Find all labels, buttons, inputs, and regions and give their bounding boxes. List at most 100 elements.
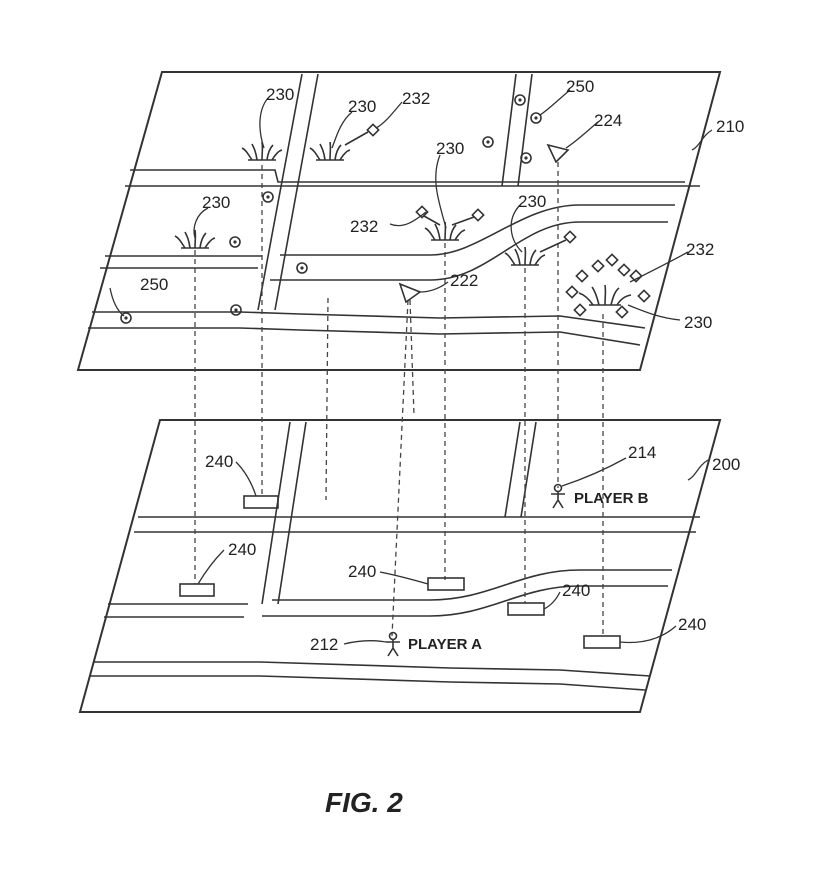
label-player-b-214: 214 (628, 443, 656, 462)
label-real-layer-200: 200 (712, 455, 740, 474)
leader-line (379, 571, 429, 585)
road-v1-left (257, 73, 303, 311)
road-curve-bottom-real (262, 585, 668, 617)
label-player-a-212: 212 (310, 635, 338, 654)
plant-icon (578, 284, 632, 306)
coin-markers (120, 94, 542, 324)
real-layer (78, 419, 722, 713)
leader-line (389, 211, 427, 227)
road-h3-top (92, 311, 646, 329)
label-location-240: 240 (348, 562, 376, 581)
leader-line (193, 207, 209, 239)
diamond-icon (563, 230, 577, 244)
plant-icon (504, 246, 546, 266)
diamond-stem (344, 131, 369, 146)
coin-icon (229, 236, 241, 248)
leader-line (259, 97, 269, 149)
label-plant-230: 230 (348, 97, 376, 116)
player-a-label: PLAYER A (408, 636, 482, 653)
plant-icon (174, 229, 216, 249)
label-plant-230: 230 (436, 139, 464, 158)
leader-line (235, 461, 257, 497)
label-location-240: 240 (562, 581, 590, 600)
leader-line (629, 251, 689, 283)
diamond-icon (605, 253, 619, 267)
leader-line (375, 101, 403, 129)
label-plant-230: 230 (266, 85, 294, 104)
diamond-icon (415, 205, 429, 219)
label-diamond-232: 232 (402, 89, 430, 108)
coin-icon (514, 94, 526, 106)
leader-line (619, 625, 677, 644)
diamond-icon (637, 289, 651, 303)
coin-icon (296, 262, 308, 274)
diamond-icon (573, 303, 587, 317)
plant-icon (241, 141, 283, 161)
location-box (179, 583, 215, 597)
diamond-icon (615, 305, 629, 319)
road-v2-right-real (520, 421, 537, 518)
label-coin-250: 250 (140, 275, 168, 294)
projection-line (391, 299, 409, 637)
leader-line (343, 640, 387, 645)
reference-labels: 230 230 232 250 224 210 230 230 230 232 … (140, 77, 744, 654)
label-plant-230: 230 (684, 313, 712, 332)
coin-icon (520, 152, 532, 164)
label-plant-230: 230 (202, 193, 230, 212)
diamond-icon (591, 259, 605, 273)
projection-lines (194, 162, 604, 637)
coin-icon (530, 112, 542, 124)
leader-line (565, 121, 599, 149)
projection-line (409, 299, 415, 416)
player-b-figure-icon (551, 483, 565, 509)
road-v1-right-real (277, 421, 307, 605)
leader-line (687, 459, 709, 481)
leader-line (539, 89, 571, 116)
diamond-icon (366, 123, 380, 137)
location-box (427, 577, 465, 591)
road-h1-top (130, 169, 685, 183)
player-b-label: PLAYER B (574, 490, 649, 507)
leader-line (510, 204, 523, 253)
leader-line (419, 281, 449, 293)
label-location-240: 240 (678, 615, 706, 634)
leader-line (691, 129, 713, 151)
label-location-240: 240 (205, 452, 233, 471)
road-v1-left-real (261, 421, 291, 605)
road-h3-top-real (94, 661, 651, 677)
road-v2-left (501, 73, 517, 187)
diamond-stem (423, 215, 441, 226)
leader-line (435, 154, 447, 229)
triangle-marker-icon (398, 282, 422, 304)
diamond-icon (565, 285, 579, 299)
diamond-stem (451, 216, 475, 226)
triangle-marker-icon (546, 143, 570, 164)
leader-line (627, 304, 681, 321)
coin-icon (262, 191, 274, 203)
road-v2-right (517, 73, 533, 187)
label-diamond-232: 232 (686, 240, 714, 259)
diamond-markers (344, 123, 651, 319)
plant-markers (174, 141, 632, 306)
coin-icon (482, 136, 494, 148)
road-v1-right (274, 73, 319, 311)
leader-line (331, 111, 353, 149)
label-coin-250: 250 (566, 77, 594, 96)
road-curve-bottom (270, 221, 668, 281)
projection-line (325, 297, 329, 501)
diamond-icon (629, 269, 643, 283)
leader-line (543, 591, 561, 610)
road-v2-left-real (504, 421, 521, 518)
road-curve-top-real (272, 569, 672, 601)
label-diamond-232: 232 (350, 217, 378, 236)
location-box (583, 635, 621, 649)
location-box (507, 602, 545, 616)
leader-line (561, 457, 627, 487)
triangle-markers (398, 143, 570, 304)
leader-line (197, 549, 225, 585)
road-h3-bottom-real (90, 675, 646, 691)
plant-icon (424, 221, 466, 241)
leader-lines (109, 89, 713, 645)
label-marker-224: 224 (594, 111, 622, 130)
